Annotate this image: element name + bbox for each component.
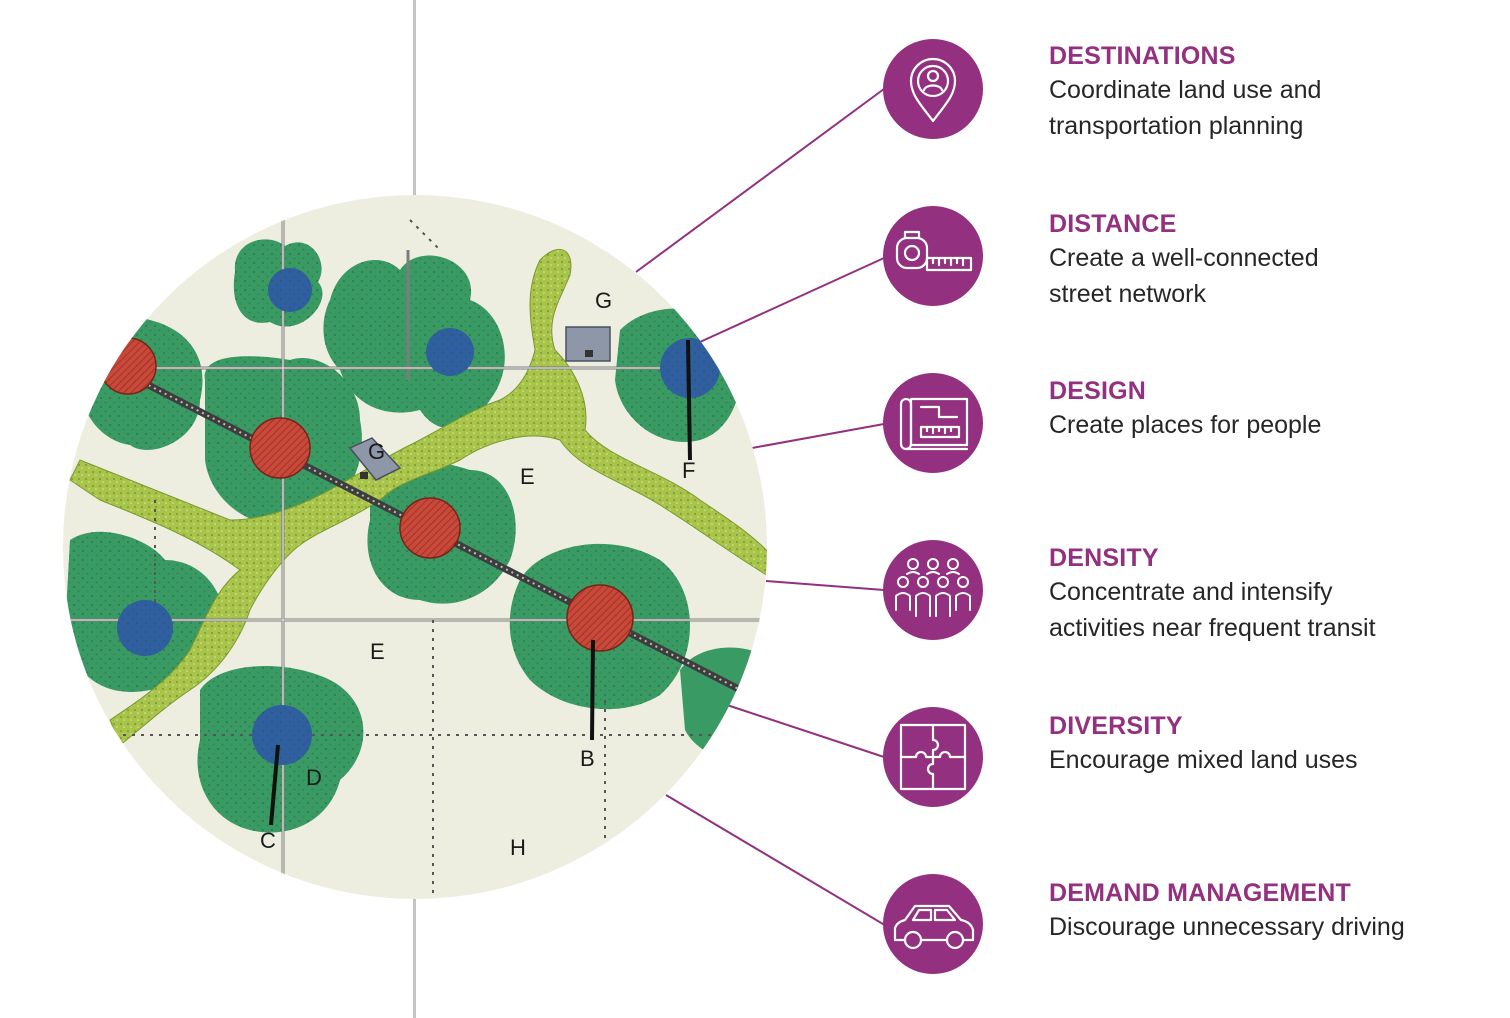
tape-measure-icon	[883, 206, 983, 306]
connector-distance	[699, 257, 885, 343]
map-label-f: F	[682, 458, 695, 483]
principle-design: DESIGN Create places for people	[1049, 375, 1489, 443]
label-pointers	[269, 339, 692, 826]
location-person-icon	[883, 39, 983, 139]
principle-title: DISTANCE	[1049, 210, 1177, 238]
principle-desc: transportation planning	[1049, 112, 1304, 140]
principle-title: DEMAND MANAGEMENT	[1049, 879, 1351, 907]
principle-title: DESIGN	[1049, 377, 1147, 405]
map-label-b: B	[580, 746, 595, 771]
car-icon	[883, 874, 983, 974]
buildings	[348, 326, 611, 481]
principle-destinations: DESTINATIONS Coordinate land use and tra…	[1049, 40, 1489, 144]
principle-desc: Discourage unnecessary driving	[1049, 913, 1405, 941]
map-label-h: H	[510, 835, 526, 860]
puzzle-icon	[883, 707, 983, 807]
principle-desc: Create places for people	[1049, 411, 1322, 439]
connector-diversity	[726, 704, 885, 758]
principle-desc: Create a well-connected	[1049, 244, 1319, 272]
crowd-icon	[883, 540, 983, 640]
principle-desc: Concentrate and intensify	[1049, 578, 1333, 606]
map-label-e1: E	[520, 464, 535, 489]
principle-title: DESTINATIONS	[1049, 42, 1236, 70]
map-label-c: C	[260, 828, 276, 853]
map-label-d: D	[306, 765, 322, 790]
map-circle: G G E E F B D C H	[63, 195, 767, 899]
connector-design	[751, 423, 885, 449]
connector-lines	[635, 85, 889, 928]
principle-distance: DISTANCE Create a well-connected street …	[1049, 208, 1489, 312]
principle-density: DENSITY Concentrate and intensify activi…	[1049, 542, 1489, 646]
principle-desc: activities near frequent transit	[1049, 614, 1376, 642]
principle-demand-management: DEMAND MANAGEMENT Discourage unnecessary…	[1049, 877, 1489, 945]
principle-desc: Encourage mixed land uses	[1049, 746, 1358, 774]
map-label-e2: E	[370, 639, 385, 664]
principle-diversity: DIVERSITY Encourage mixed land uses	[1049, 710, 1489, 778]
blueprint-icon	[883, 373, 983, 473]
map-label-g2: G	[368, 439, 385, 464]
principle-desc: Coordinate land use and	[1049, 76, 1322, 104]
principle-title: DENSITY	[1049, 544, 1159, 572]
principle-title: DIVERSITY	[1049, 712, 1183, 740]
principle-desc: street network	[1049, 280, 1207, 308]
connector-destinations	[635, 85, 889, 273]
map-label-g1: G	[595, 288, 612, 313]
minor-streets	[63, 219, 760, 899]
connector-density	[765, 580, 885, 591]
connector-demand	[665, 794, 889, 928]
greenway-corridor	[69, 248, 767, 746]
